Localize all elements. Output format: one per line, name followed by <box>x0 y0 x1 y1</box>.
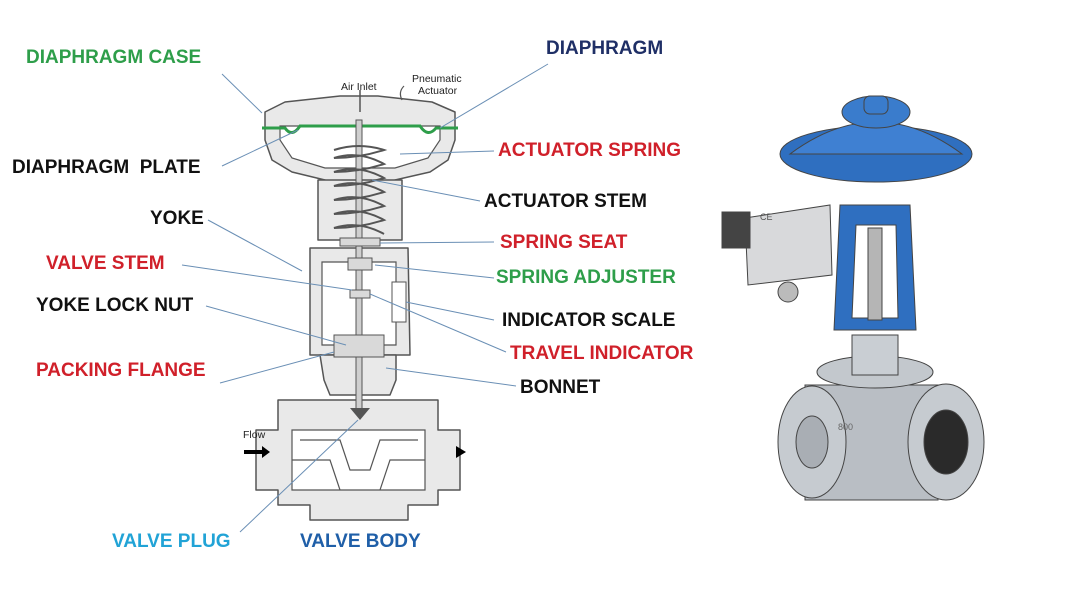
label-travel-indicator: TRAVEL INDICATOR <box>510 343 693 365</box>
label-actuator-stem: ACTUATOR STEM <box>484 191 647 213</box>
label-diaphragm-plate: DIAPHRAGM PLATE <box>12 157 201 179</box>
label-valve-plug: VALVE PLUG <box>112 531 231 553</box>
label-packing-flange: PACKING FLANGE <box>36 360 206 382</box>
label-diaphragm-case: DIAPHRAGM CASE <box>26 47 201 69</box>
label-valve-body: VALVE BODY <box>300 531 421 553</box>
valve-photo <box>722 96 984 500</box>
positioner-mark: CE <box>760 212 773 223</box>
label-yoke: YOKE <box>150 208 204 230</box>
label-indicator-scale: INDICATOR SCALE <box>502 310 675 332</box>
flow-text: Flow <box>243 430 265 441</box>
label-diaphragm: DIAPHRAGM <box>546 38 663 60</box>
air-inlet-text: Air Inlet <box>341 82 377 93</box>
label-spring-adjuster: SPRING ADJUSTER <box>496 267 676 289</box>
label-valve-stem: VALVE STEM <box>46 253 165 275</box>
body-mark: 800 <box>838 422 853 433</box>
label-bonnet: BONNET <box>520 377 600 399</box>
label-actuator-spring: ACTUATOR SPRING <box>498 140 681 162</box>
actuator-text: Actuator <box>418 86 457 97</box>
label-yoke-lock-nut: YOKE LOCK NUT <box>36 295 193 317</box>
pneumatic-text: Pneumatic <box>412 74 462 85</box>
label-spring-seat: SPRING SEAT <box>500 232 627 254</box>
